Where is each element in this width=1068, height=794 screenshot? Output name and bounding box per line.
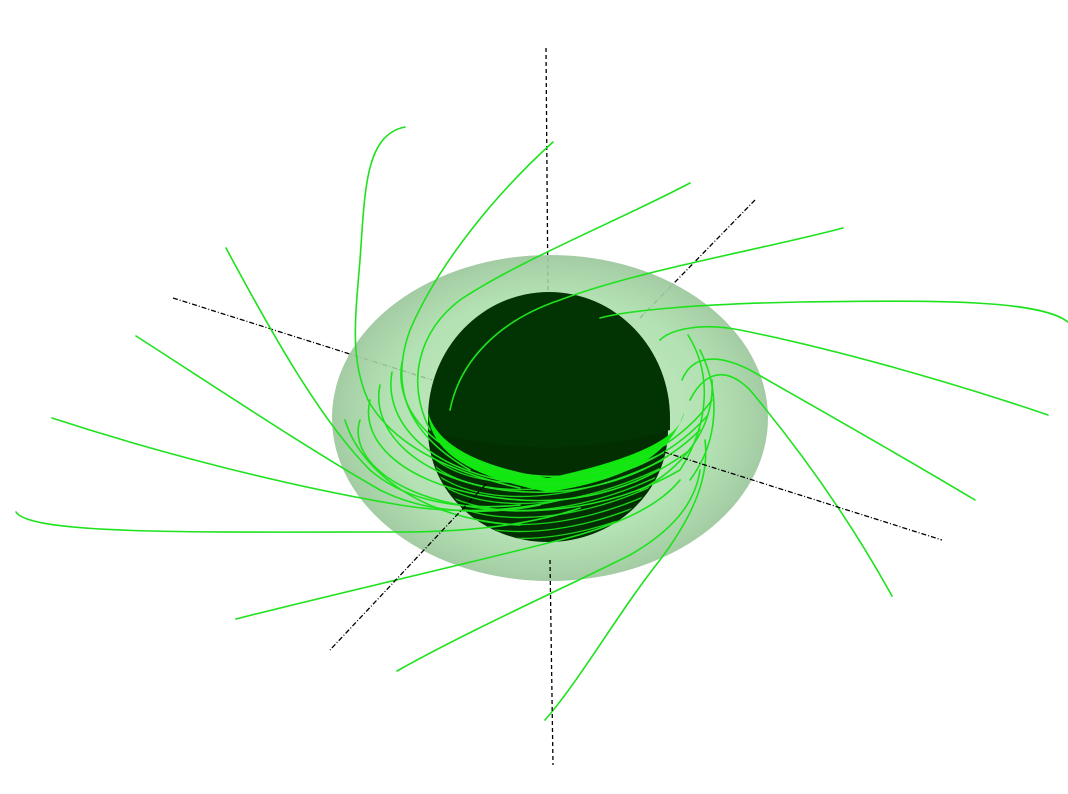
field-line xyxy=(390,371,709,486)
field-line xyxy=(344,419,521,526)
field-line xyxy=(135,335,541,513)
field-line xyxy=(599,300,1068,323)
field-line xyxy=(689,374,893,597)
field-line xyxy=(378,384,701,493)
field-line xyxy=(449,227,844,411)
field-line xyxy=(367,399,691,502)
field-line-underside xyxy=(426,453,670,498)
diagonal-axis-a-right xyxy=(663,451,943,541)
field-line xyxy=(357,419,681,512)
field-line xyxy=(679,334,706,471)
field-line xyxy=(354,126,521,489)
field-line xyxy=(659,325,1049,416)
field-line xyxy=(400,141,554,471)
field-line xyxy=(396,469,701,672)
field-line xyxy=(235,479,681,620)
axes-foreground xyxy=(329,451,943,766)
field-line xyxy=(51,417,561,512)
field-line xyxy=(544,439,707,721)
field-lines xyxy=(15,126,1068,721)
vertical-axis-bottom xyxy=(549,559,554,766)
field-line xyxy=(400,361,713,478)
field-line xyxy=(681,358,976,501)
field-line xyxy=(689,349,715,481)
field-line xyxy=(15,507,581,533)
field-line xyxy=(417,182,691,431)
diagonal-axis-b-left xyxy=(329,483,487,651)
black-hole-sphere xyxy=(428,291,670,448)
